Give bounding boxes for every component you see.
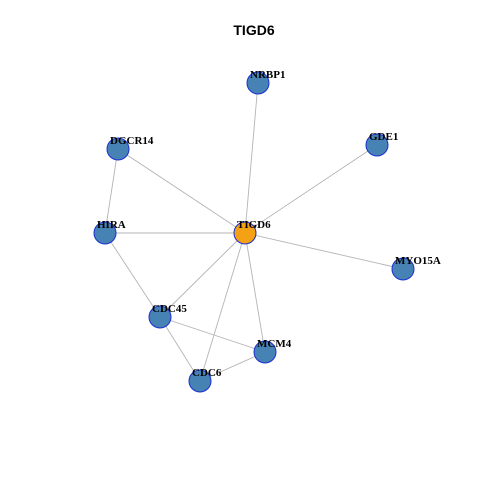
node-nrbp1: NRBP1 [246, 69, 285, 95]
node-label-cdc6: CDC6 [192, 367, 222, 379]
node-circle-mcm4 [253, 340, 277, 364]
edge-mcm4-cdc6 [199, 351, 266, 382]
node-label-cdc45: CDC45 [152, 303, 187, 315]
node-circle-nrbp1 [246, 71, 270, 95]
node-circle-hira [93, 221, 117, 245]
node-gde1: GDE1 [365, 131, 398, 157]
node-label-tigd6: TIGD6 [237, 219, 271, 231]
node-circle-myo15a [391, 257, 415, 281]
node-circle-cdc6 [188, 369, 212, 393]
node-circle-dgcr14 [106, 137, 130, 161]
node-circle-cdc45 [148, 305, 172, 329]
node-dgcr14: DGCR14 [106, 135, 154, 161]
node-label-mcm4: MCM4 [257, 338, 292, 350]
edge-cdc45-mcm4 [159, 316, 266, 353]
edge-tigd6-nrbp1 [244, 82, 259, 234]
edges-layer [104, 82, 404, 382]
edge-tigd6-mcm4 [244, 232, 266, 353]
node-label-nrbp1: NRBP1 [250, 69, 285, 81]
edge-tigd6-cdc6 [199, 232, 246, 382]
node-cdc45: CDC45 [148, 303, 187, 329]
edge-dgcr14-hira [104, 148, 119, 234]
node-tigd6: TIGD6 [233, 219, 271, 245]
edge-tigd6-gde1 [244, 144, 378, 234]
node-hira: HIRA [93, 219, 126, 245]
node-label-dgcr14: DGCR14 [110, 135, 154, 147]
edge-tigd6-dgcr14 [117, 148, 246, 234]
node-label-myo15a: MYO15A [395, 255, 441, 267]
node-cdc6: CDC6 [188, 367, 222, 393]
edge-tigd6-myo15a [244, 232, 404, 270]
edge-tigd6-cdc45 [159, 232, 246, 318]
node-circle-tigd6 [233, 221, 257, 245]
edge-hira-cdc45 [104, 232, 161, 318]
node-label-hira: HIRA [97, 219, 126, 231]
node-myo15a: MYO15A [391, 255, 441, 281]
node-mcm4: MCM4 [253, 338, 292, 364]
node-circle-gde1 [365, 133, 389, 157]
node-label-gde1: GDE1 [369, 131, 398, 143]
edge-cdc45-cdc6 [159, 316, 201, 382]
graph-title: TIGD6 [233, 22, 274, 38]
